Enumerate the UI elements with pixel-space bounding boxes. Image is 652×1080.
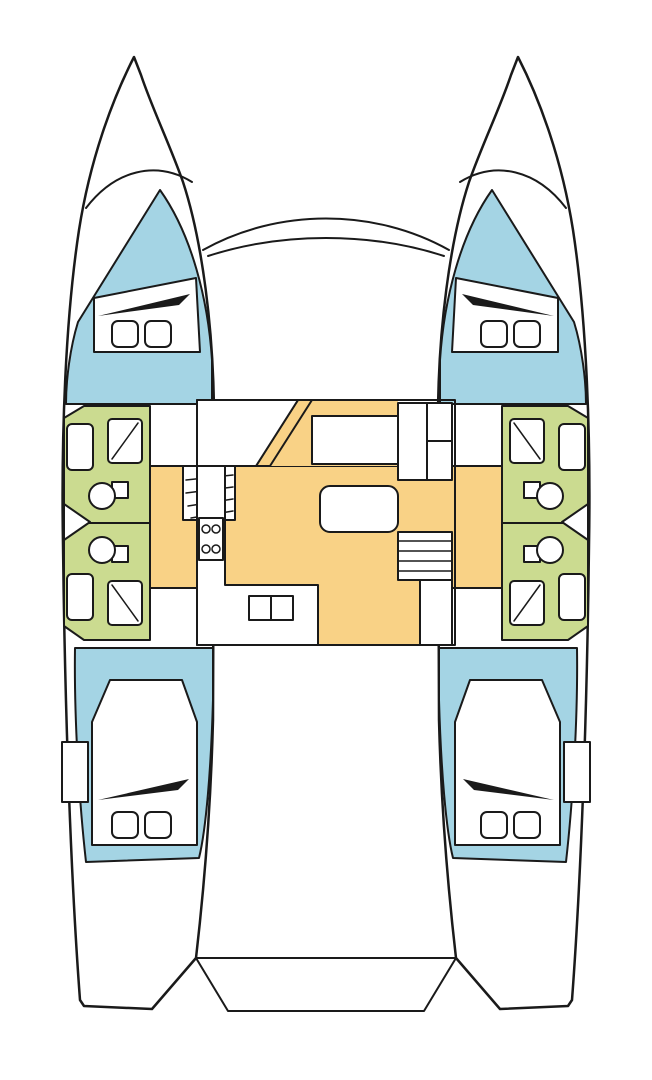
starboard-companionway-stairs xyxy=(397,531,453,581)
bed-fold-mark xyxy=(463,779,554,800)
pillow xyxy=(111,320,139,348)
toilet-icon xyxy=(88,482,116,510)
stove-icon xyxy=(198,517,224,561)
stove-burner-icon xyxy=(201,524,211,534)
port-head-door-icon xyxy=(63,503,91,541)
pillow xyxy=(480,811,508,839)
forward-crossbeam-bottom-line xyxy=(207,237,445,257)
salon-structure-outline xyxy=(196,399,456,646)
shower-diagonal xyxy=(111,584,139,622)
sink-icon xyxy=(66,573,94,621)
starboard-head-door-icon xyxy=(561,503,589,541)
galley-sink-bowl xyxy=(248,595,272,621)
shower-diagonal xyxy=(513,584,541,622)
fold-layer xyxy=(98,294,554,800)
toilet-icon xyxy=(536,482,564,510)
forward-crossbeam-top-line xyxy=(202,217,450,251)
pillow xyxy=(513,320,541,348)
bed-fold-mark xyxy=(98,294,190,316)
stove-burner-icon xyxy=(201,544,211,554)
pillow xyxy=(144,811,172,839)
plan-root xyxy=(61,55,591,1012)
salon-table xyxy=(319,485,399,533)
salon-settee xyxy=(311,415,399,465)
starboard-aft-cabinet xyxy=(419,579,453,646)
furniture-layer xyxy=(61,277,591,846)
sink-icon xyxy=(558,423,586,471)
galley-sink-bowl xyxy=(270,595,294,621)
port-bow-deck-line xyxy=(85,169,193,209)
starboard-bow-deck-line xyxy=(459,169,567,209)
pillow xyxy=(111,811,139,839)
sink-icon xyxy=(558,573,586,621)
pillow xyxy=(480,320,508,348)
pillow xyxy=(144,320,172,348)
port-aft-bed xyxy=(91,679,198,846)
stove-burner-icon xyxy=(211,524,221,534)
shower-diagonal xyxy=(111,422,139,460)
starboard-side-locker xyxy=(563,741,591,803)
bed-fold-mark xyxy=(462,294,554,316)
pillow xyxy=(513,811,541,839)
stern-platform xyxy=(195,957,457,1012)
starboard-aft-bed xyxy=(454,679,561,846)
sink-icon xyxy=(66,423,94,471)
port-side-locker xyxy=(61,741,89,803)
bed-fold-mark xyxy=(98,779,189,800)
stove-burner-icon xyxy=(211,544,221,554)
toilet-icon xyxy=(536,536,564,564)
shower-diagonal xyxy=(513,422,541,460)
toilet-icon xyxy=(88,536,116,564)
